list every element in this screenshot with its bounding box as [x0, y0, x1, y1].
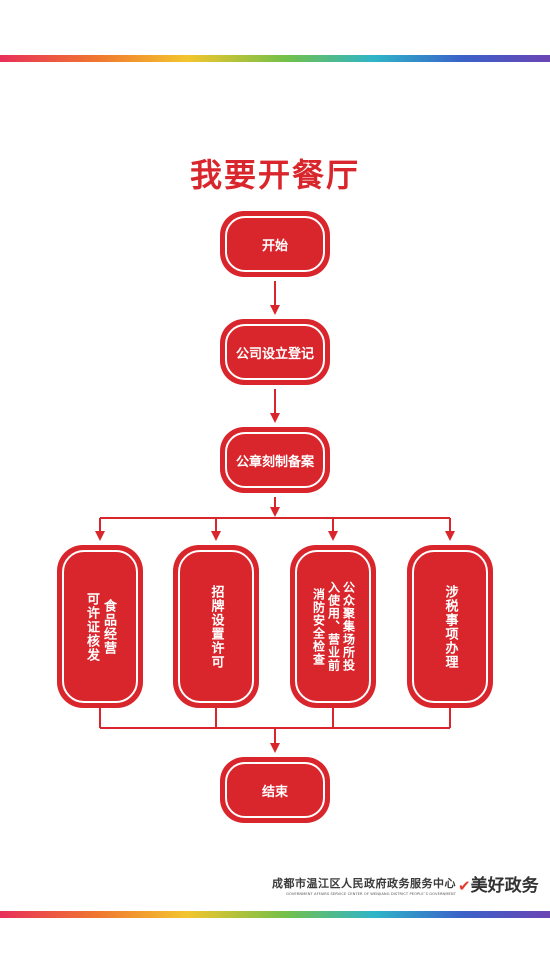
checkmark-icon: ✔: [458, 877, 471, 895]
footer-center-name-en: GOVERNMENT AFFAIRS SERVICE CENTER OF WEN…: [286, 892, 456, 896]
node-seal-filing-label: 公章刻制备案: [235, 454, 314, 470]
brand-text: 美好政务: [470, 876, 539, 896]
node-fire-safety-check-label: 公众聚集场所投 入使用、营业前 消防安全检查: [311, 581, 356, 672]
node-signboard-permit-label: 招牌设置许可: [208, 584, 224, 669]
node-start-label: 开始: [261, 238, 288, 254]
node-tax-affairs-label: 涉税事项办理: [442, 584, 458, 669]
node-signboard-permit: 招牌设置许可: [173, 545, 259, 708]
brand-logo: ✔美好政务: [458, 871, 539, 896]
footer-organization: 成都市温江区人民政府政务服务中心 GOVERNMENT AFFAIRS SERV…: [266, 875, 456, 896]
node-start: 开始: [220, 211, 330, 277]
top-rainbow-stripe: [0, 55, 550, 62]
node-tax-affairs: 涉税事项办理: [407, 545, 493, 708]
footer-center-name: 成都市温江区人民政府政务服务中心: [272, 877, 456, 890]
node-end-label: 结束: [261, 784, 288, 800]
node-fire-safety-check: 公众聚集场所投 入使用、营业前 消防安全检查: [290, 545, 376, 708]
node-food-license: 食品经营 可许证核发: [57, 545, 143, 708]
node-end: 结束: [220, 757, 330, 823]
node-food-license-label: 食品经营 可许证核发: [84, 591, 116, 662]
page-title: 我要开餐厅: [189, 156, 360, 194]
node-company-registration-label: 公司设立登记: [235, 346, 314, 362]
node-company-registration: 公司设立登记: [220, 319, 330, 385]
bottom-rainbow-stripe: [0, 911, 550, 918]
node-seal-filing: 公章刻制备案: [220, 427, 330, 493]
